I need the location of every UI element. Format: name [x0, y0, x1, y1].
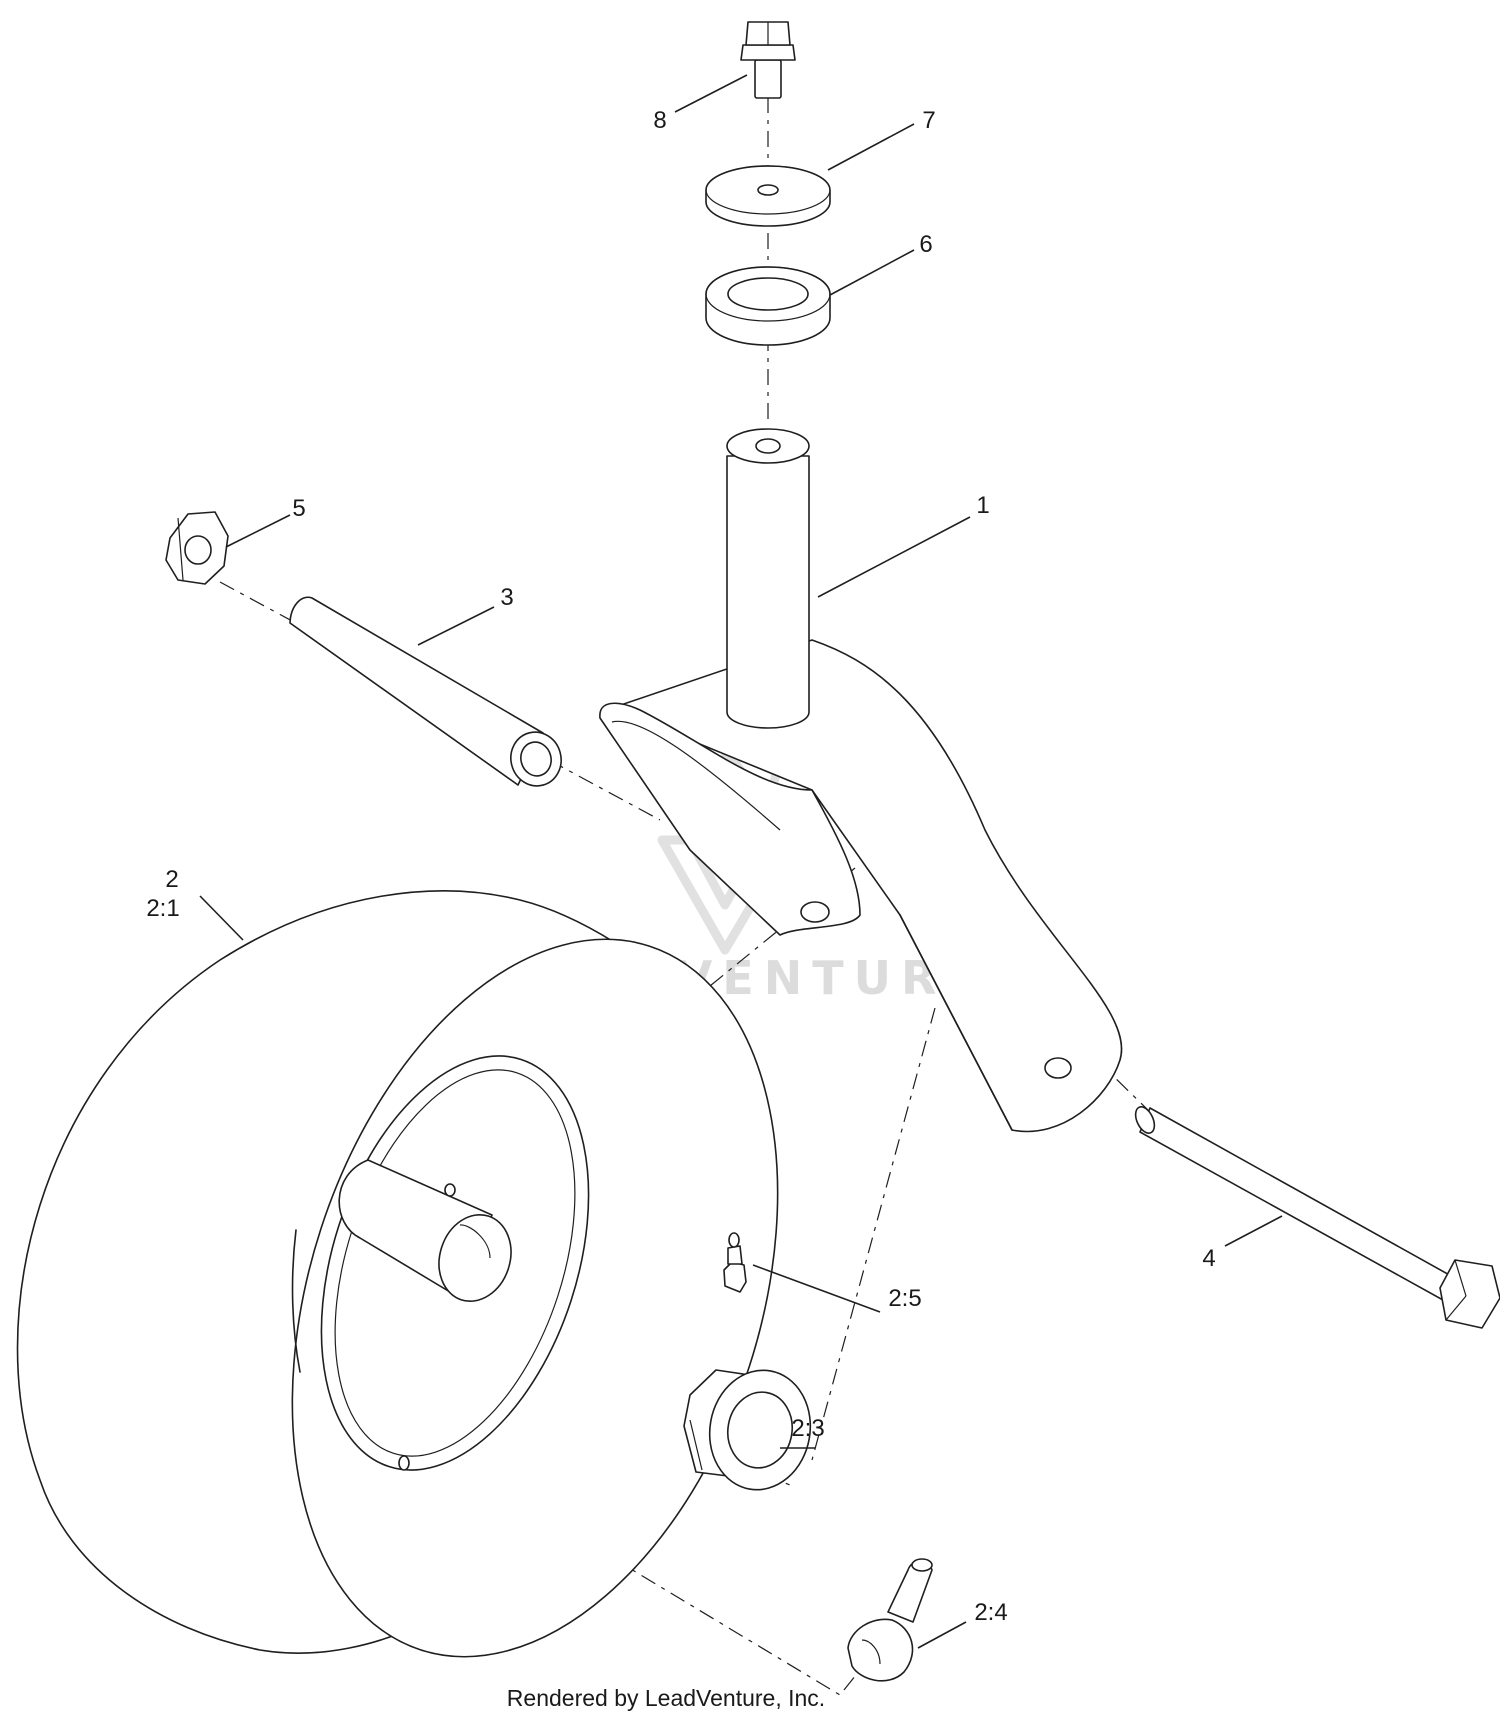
callout-2-3: 2:3 [791, 1415, 824, 1442]
part-2-5-grease-fitting [723, 1232, 747, 1293]
callout-8: 8 [653, 107, 666, 134]
part-3-spacer-tube [289, 596, 562, 787]
part-6-bearing-ring [705, 266, 831, 346]
part-5-hex-nut [165, 511, 229, 585]
part-7-flat-washer [705, 165, 831, 227]
part-4-axle-bolt [1134, 1106, 1500, 1329]
part-1-caster-fork [599, 428, 1123, 1133]
callout-4: 4 [1202, 1245, 1215, 1272]
callout-2: 2 [165, 866, 178, 893]
part-8-flange-bolt [740, 21, 796, 99]
callout-2-4: 2:4 [974, 1599, 1007, 1626]
callout-5: 5 [292, 495, 305, 522]
callout-3: 3 [500, 584, 513, 611]
callout-6: 6 [919, 231, 932, 258]
part-2-wheel-assembly [16, 890, 779, 1658]
callout-7: 7 [922, 107, 935, 134]
callout-2-1: 2:1 [146, 895, 179, 922]
part-2-4-valve-stem [847, 1558, 933, 1682]
part-2-3-bushing [683, 1369, 812, 1491]
callout-leaders [199, 74, 1283, 1649]
footer-credit: Rendered by LeadVenture, Inc. [507, 1685, 825, 1711]
callout-1: 1 [976, 492, 989, 519]
callout-2-5: 2:5 [888, 1285, 921, 1312]
